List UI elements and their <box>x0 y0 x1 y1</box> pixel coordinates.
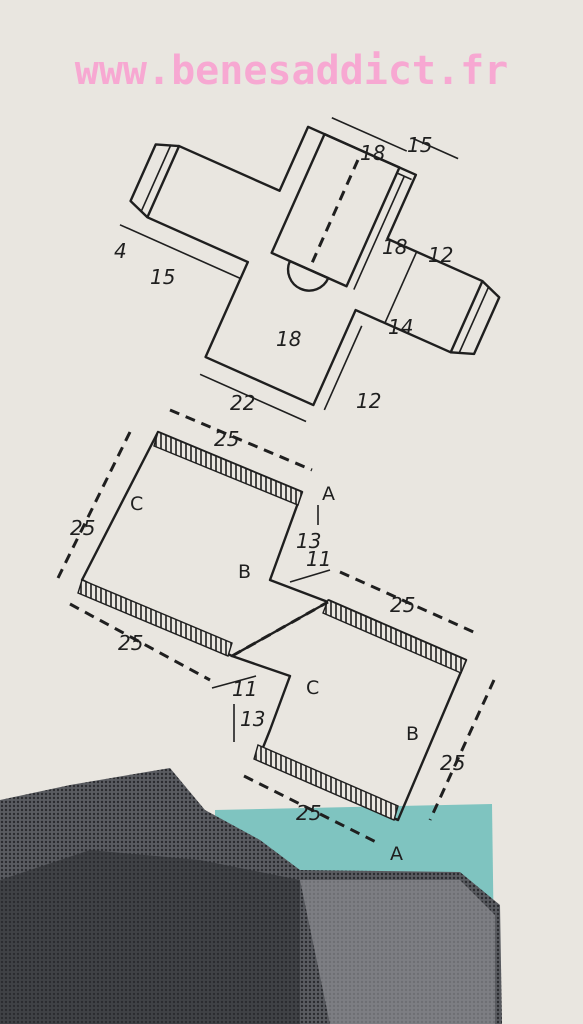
panels-dim-notch-2: 11 <box>306 547 331 571</box>
upper-panel-bottom-seam <box>77 579 233 657</box>
panels-dim-left: 25 <box>70 516 95 540</box>
panels-right-guide <box>339 570 479 636</box>
panels-letter-c-lower: C <box>306 677 319 699</box>
cross-left-tab <box>129 143 180 219</box>
panels-dim-lower-right: 25 <box>440 751 465 775</box>
cross-dim-arm-left: 15 <box>150 265 175 289</box>
cross-pattern <box>119 116 501 423</box>
lower-panel-bottom-seam <box>253 744 399 821</box>
cross-dim-bottom-right: 12 <box>356 389 381 413</box>
panels-dim-notch-1: 13 <box>296 529 321 553</box>
cross-dim-flap: 18 <box>382 235 407 259</box>
panels-top-guide <box>169 408 313 472</box>
cross-dim-arm-right: 12 <box>428 243 453 267</box>
cross-right-tab <box>450 280 501 356</box>
panels-letter-b-upper: B <box>238 561 251 583</box>
cross-fold-line <box>310 159 360 263</box>
cross-dim-tab-left: 4 <box>114 239 127 263</box>
cross-dim-lower-right: 14 <box>388 315 413 339</box>
panels-join-line <box>231 600 329 658</box>
cross-dim-top-right: 15 <box>407 133 432 157</box>
cross-dim-bottom: 22 <box>230 391 255 415</box>
watermark: www.benesaddict.fr <box>74 48 509 94</box>
panels-letter-c-upper: C <box>130 493 143 515</box>
panels-letter-a-top: A <box>322 483 335 505</box>
panels-dim-bottom-left: 25 <box>118 631 143 655</box>
panels-pattern <box>56 408 496 846</box>
photo-hat-highlight <box>300 880 495 1024</box>
cross-semicircle <box>286 259 330 292</box>
cross-dim-top: 18 <box>360 141 385 165</box>
panels-lower-right-guide <box>428 679 496 821</box>
panels-dim-right: 25 <box>390 593 415 617</box>
panels-dim-notch-4: 13 <box>240 707 265 731</box>
panels-dim-top: 25 <box>214 427 239 451</box>
photo-hat-shade <box>0 850 300 1024</box>
cross-dim-center: 18 <box>276 327 301 351</box>
upper-panel-top-seam <box>153 431 303 506</box>
panels-bottom-left-guide <box>69 602 211 682</box>
lower-panel-top-seam <box>322 599 467 674</box>
panels-bottom-guide <box>243 774 381 846</box>
panels-letter-a-bottom: A <box>390 843 403 865</box>
panels-letter-b-lower: B <box>406 723 419 745</box>
panels-dim-bottom: 25 <box>296 801 321 825</box>
panels-dim-notch-3: 11 <box>232 677 257 701</box>
